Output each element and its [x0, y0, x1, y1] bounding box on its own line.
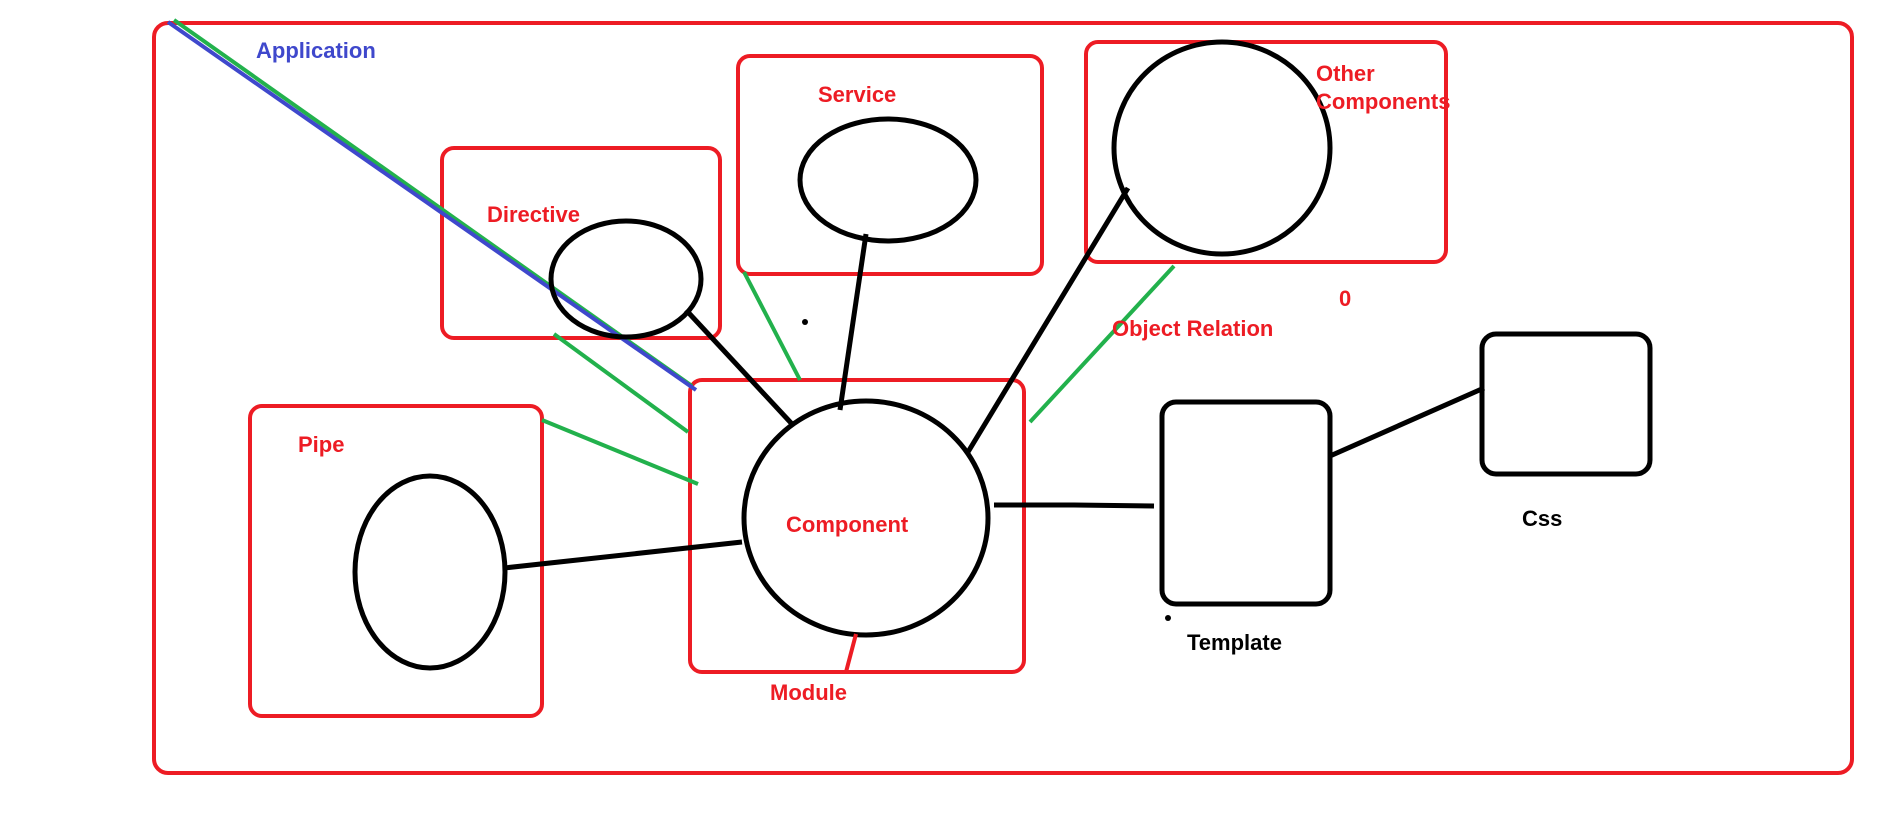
other-components-circle — [1111, 39, 1333, 257]
green-relation-line-directive — [552, 332, 690, 434]
css-label: Css — [1522, 506, 1562, 531]
service-box — [736, 54, 1044, 276]
other-components-label-line2: Components — [1316, 89, 1450, 114]
service-component-connector — [837, 233, 869, 411]
module-box — [688, 378, 1026, 674]
application-label: Application — [256, 38, 376, 63]
object-relation-label: Object Relation — [1112, 316, 1273, 341]
directive-component-connector — [684, 308, 794, 426]
other-components-component-connector — [965, 186, 1131, 454]
stray-dot — [1165, 615, 1171, 621]
template-css-connector — [1328, 385, 1486, 459]
blue-application-line — [166, 20, 698, 392]
service-label: Service — [818, 82, 896, 107]
stray-dot — [802, 319, 808, 325]
application-box — [152, 21, 1854, 775]
template-box — [1159, 399, 1333, 607]
component-label: Component — [786, 512, 909, 537]
pipe-label: Pipe — [298, 432, 344, 457]
directive-box — [440, 146, 722, 340]
other-components-label-line1: Other — [1316, 61, 1375, 86]
component-template-connector — [994, 502, 1155, 509]
pipe-component-connector — [503, 539, 743, 571]
pipe-ellipse — [352, 473, 508, 671]
component-circle — [741, 398, 991, 638]
service-ellipse — [797, 116, 979, 244]
directive-ellipse — [548, 218, 704, 340]
module-label: Module — [770, 680, 847, 705]
green-relation-line-service — [742, 271, 802, 381]
module-tick — [844, 633, 858, 673]
green-relation-line-other-components — [1028, 264, 1176, 424]
pipe-box — [248, 404, 544, 718]
zero-label: 0 — [1339, 286, 1351, 311]
green-relation-line-pipe — [541, 418, 699, 486]
css-box — [1479, 331, 1653, 477]
template-label: Template — [1187, 630, 1282, 655]
directive-label: Directive — [487, 202, 580, 227]
other-components-box — [1084, 40, 1448, 264]
